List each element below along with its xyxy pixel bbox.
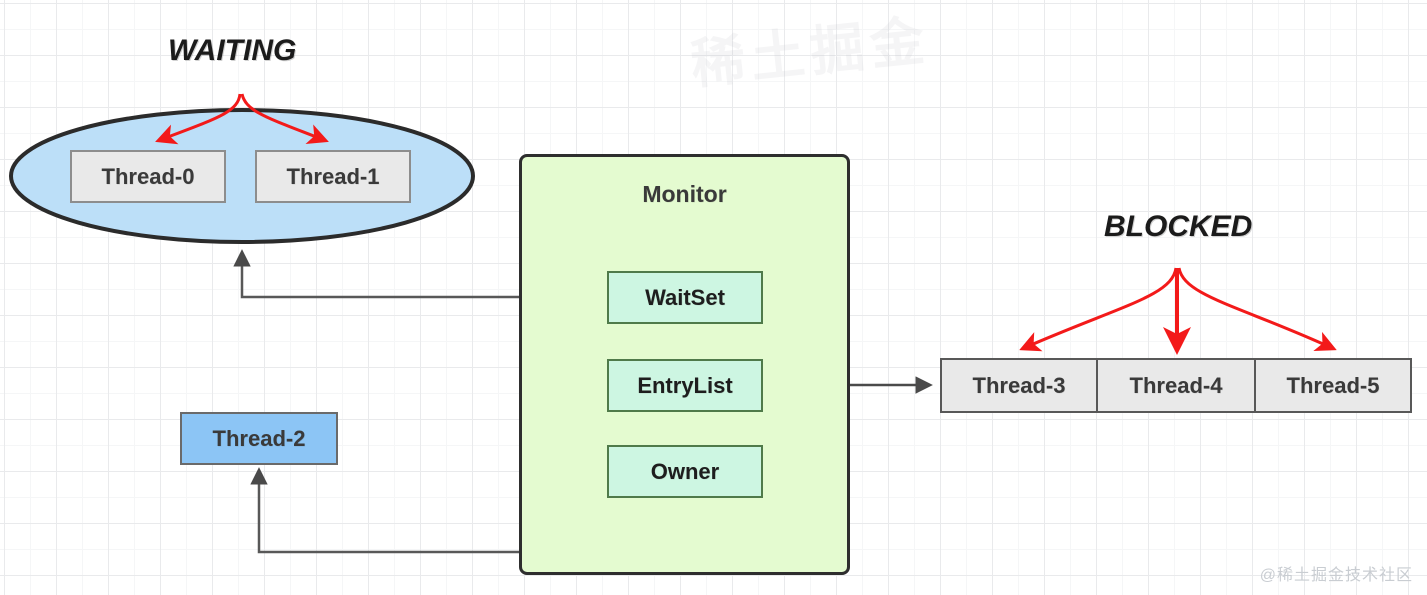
waiting-thread-0-label: Thread-0 (101, 163, 195, 189)
monitor-slot-waitset-label: WaitSet (645, 284, 725, 310)
monitor-slot-entrylist[interactable]: EntryList (607, 359, 763, 412)
blocked-thread-5[interactable]: Thread-5 (1254, 358, 1412, 413)
waiting-arrow-left (155, 93, 242, 145)
watermark-bottom-right: @稀土掘金技术社区 (1259, 567, 1413, 584)
waiting-thread-1-label: Thread-1 (286, 163, 380, 189)
monitor-slot-waitset[interactable]: WaitSet (607, 271, 763, 324)
waitset-to-waiting-connector (233, 249, 607, 299)
waiting-thread-0[interactable]: Thread-0 (70, 150, 226, 203)
waiting-thread-1[interactable]: Thread-1 (255, 150, 411, 203)
monitor-title: Monitor (642, 180, 727, 207)
monitor-slot-owner-label: Owner (650, 458, 720, 484)
waiting-arrow-right (240, 93, 329, 145)
blocked-thread-3[interactable]: Thread-3 (940, 358, 1098, 413)
blocked-thread-4[interactable]: Thread-4 (1097, 358, 1255, 413)
blocked-state-caption: BLOCKED (1104, 210, 1253, 243)
blocked-thread-4-label: Thread-4 (1129, 372, 1223, 398)
blocked-arrow-left (1019, 267, 1178, 352)
blocked-thread-3-label: Thread-3 (972, 372, 1066, 398)
monitor-slot-owner[interactable]: Owner (607, 445, 763, 498)
owner-thread-2-label: Thread-2 (212, 425, 306, 451)
blocked-arrow-right (1177, 267, 1337, 352)
owner-thread-2[interactable]: Thread-2 (180, 412, 338, 465)
waiting-state-caption: WAITING (168, 34, 297, 67)
blocked-thread-5-label: Thread-5 (1286, 372, 1380, 398)
waiting-state-ellipse (9, 108, 475, 244)
monitor-slot-entrylist-label: EntryList (637, 372, 733, 398)
